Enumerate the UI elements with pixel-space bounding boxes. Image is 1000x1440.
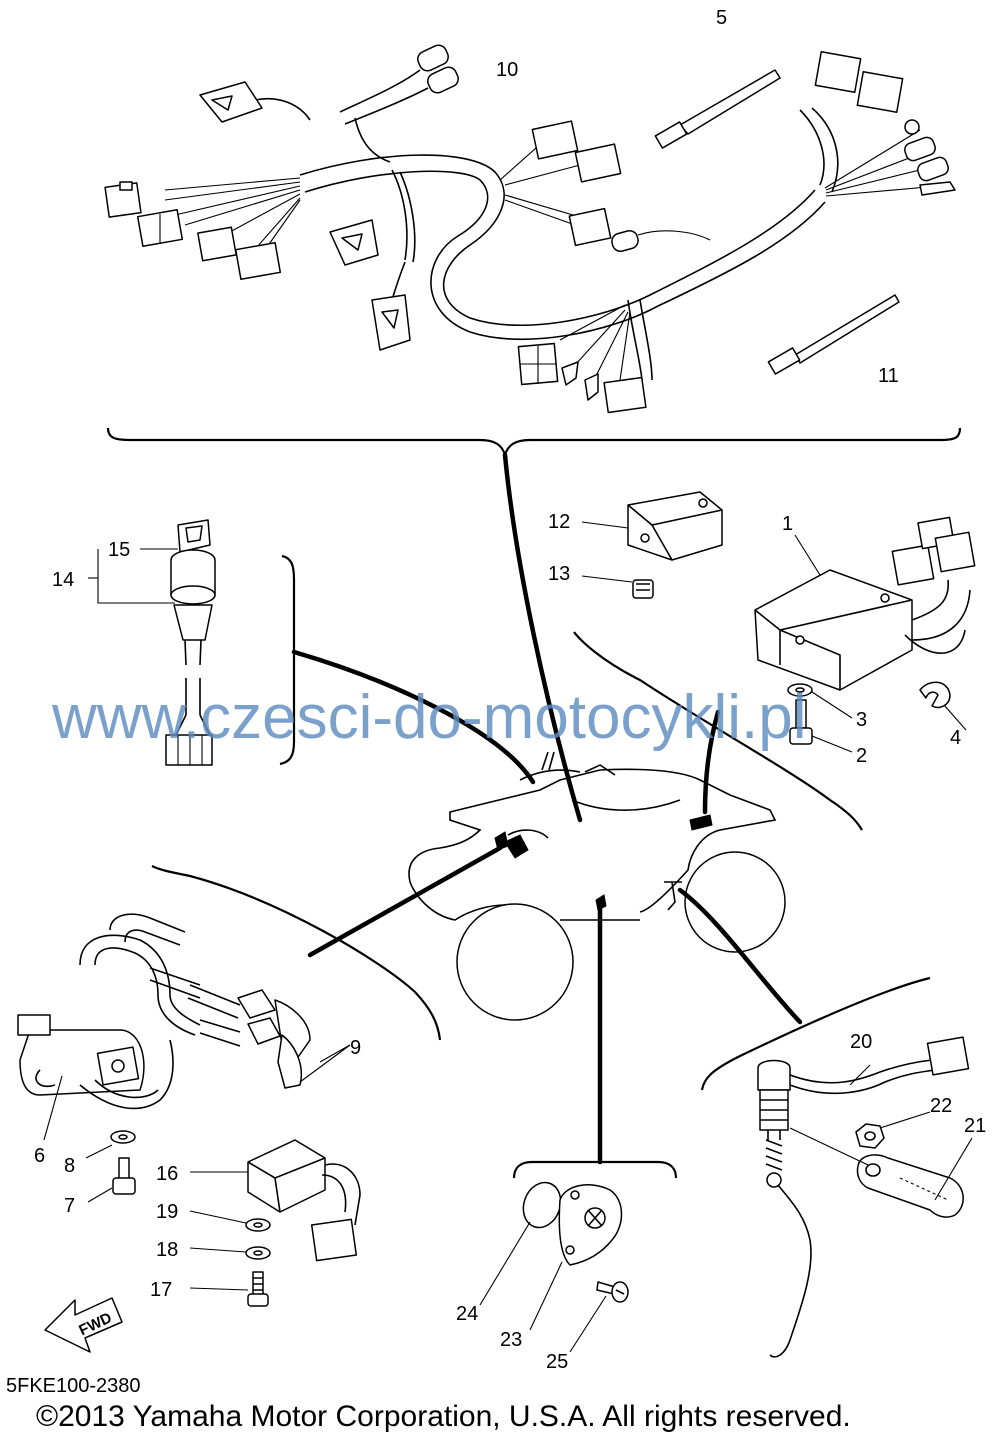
bolt-7: [112, 1157, 136, 1195]
cdi-unit-12: [627, 491, 723, 561]
callout-5: 5: [716, 7, 727, 29]
fwd-arrow-icon: FWD: [44, 1297, 123, 1353]
callout-23: 23: [500, 1329, 522, 1351]
callout-22: 22: [930, 1095, 952, 1117]
bolt-17: [247, 1271, 269, 1307]
relay-16: [247, 1139, 361, 1262]
screw-25: [596, 1281, 629, 1303]
callout-24: 24: [456, 1303, 478, 1325]
callout-4: 4: [950, 727, 961, 749]
brake-switch-20: [757, 1036, 970, 1358]
callout-9: 9: [350, 1037, 361, 1059]
ignition-coil: [17, 913, 311, 1110]
callout-2: 2: [856, 745, 867, 767]
bracket-21: [856, 1154, 964, 1218]
washer-18: [245, 1246, 271, 1260]
wire-harness: [104, 44, 956, 414]
callout-10: 10: [496, 59, 518, 81]
callout-11: 11: [878, 365, 899, 387]
cable-tie-11: [767, 294, 900, 375]
callout-17: 17: [150, 1279, 172, 1301]
cable-tie-5: [654, 69, 781, 149]
sensor-23: [558, 1184, 623, 1266]
callout-25: 25: [546, 1351, 568, 1373]
watermark: www.czesci-do-motocykli.pl: [51, 683, 807, 752]
rectifier-regulator-1: [754, 516, 976, 691]
washer-19: [245, 1218, 271, 1232]
callout-6: 6: [34, 1145, 45, 1167]
callout-18: 18: [156, 1239, 178, 1261]
callout-8: 8: [64, 1155, 75, 1177]
washer-3: [787, 683, 813, 697]
callout-15: 15: [108, 539, 130, 561]
callout-16: 16: [156, 1163, 178, 1185]
callout-7: 7: [64, 1195, 75, 1217]
callout-14: 14: [52, 569, 74, 591]
main-switch: [165, 519, 216, 766]
atv-outline: [408, 751, 786, 1021]
nut-22: [855, 1123, 885, 1149]
clamp-4: [919, 681, 951, 709]
copyright: ©2013 Yamaha Motor Corporation, U.S.A. A…: [36, 1400, 851, 1433]
bolt-2: [789, 699, 813, 745]
callout-12: 12: [548, 511, 570, 533]
callout-3: 3: [856, 709, 867, 731]
washer-8: [110, 1130, 136, 1144]
callout-13: 13: [548, 563, 570, 585]
callout-1: 1: [782, 513, 793, 535]
diagram-code: 5FKE100-2380: [6, 1375, 141, 1397]
bolt-13: [632, 579, 654, 599]
callout-19: 19: [156, 1201, 178, 1223]
callout-20: 20: [850, 1031, 872, 1053]
callout-21: 21: [964, 1115, 986, 1137]
